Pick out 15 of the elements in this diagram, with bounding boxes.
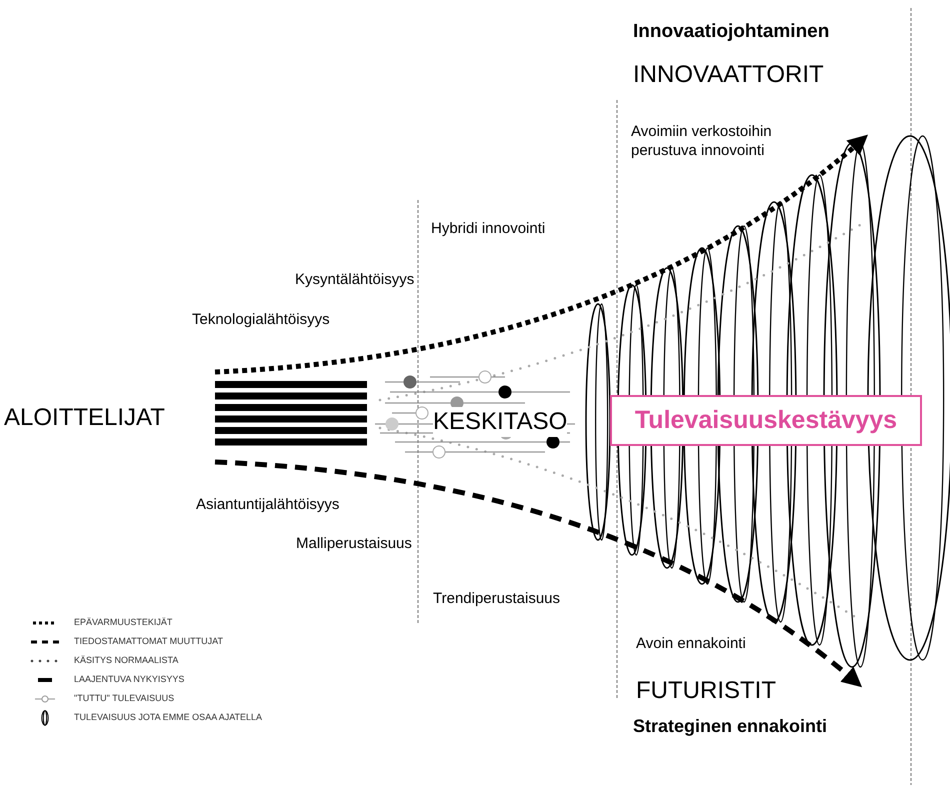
legend-text: "TUTTU" TULEVAISUUS bbox=[74, 692, 174, 706]
highlight-box: Tulevaisuuskestävyys bbox=[610, 395, 922, 446]
text-label: Innovaatiojohtaminen bbox=[633, 20, 830, 44]
text-label: Teknologialähtöisyys bbox=[192, 311, 330, 330]
legend-text: TULEVAISUUS JOTA EMME OSAA AJATELLA bbox=[74, 711, 262, 724]
text-label: Asiantuntijalähtöisyys bbox=[196, 496, 340, 515]
legend-text: TIEDOSTAMATTOMAT MUUTTUJAT bbox=[74, 635, 223, 648]
text-label: Hybridi innovointi bbox=[431, 220, 546, 239]
legend-text: KÄSITYS NORMAALISTA bbox=[74, 654, 178, 668]
text-label: Malliperustaisuus bbox=[296, 535, 412, 554]
legend-text: LAAJENTUVA NYKYISYYS bbox=[74, 673, 184, 686]
text-label: Kysyntälähtöisyys bbox=[295, 271, 414, 290]
legend-text: EPÄVARMUUSTEKIJÄT bbox=[74, 616, 172, 630]
text-label: Trendiperustaisuus bbox=[433, 590, 560, 609]
text-label: KESKITASO bbox=[433, 407, 568, 437]
